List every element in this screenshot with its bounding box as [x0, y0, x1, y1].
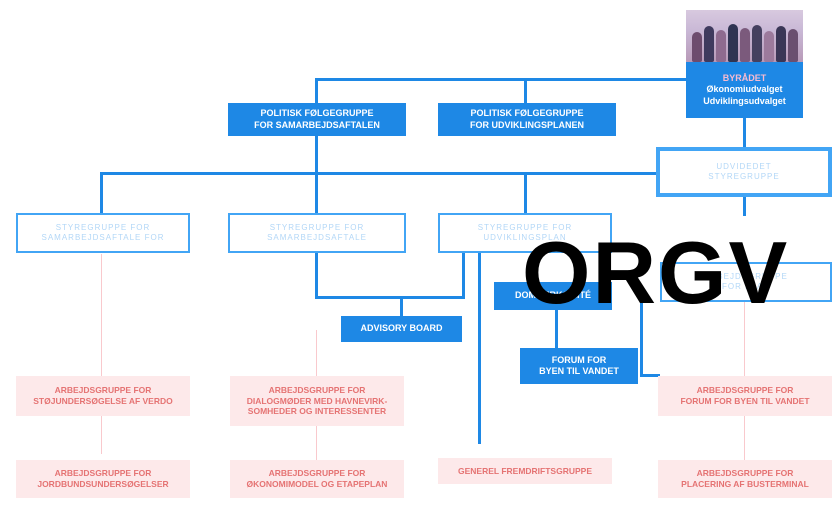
working-group-noise-study: ARBEJDSGRUPPE FOR STØJUNDERSØGELSE AF VE…: [16, 376, 190, 416]
connector-line: [100, 172, 658, 175]
working-group-economic-model: ARBEJDSGRUPPE FOR ØKONOMIMODEL OG ETAPEP…: [230, 460, 404, 498]
steering-group-1: STYREGRUPPE FOR SAMARBEJDSAFTALE FOR: [16, 213, 190, 253]
connector-line: [478, 252, 481, 444]
advisory-board: ADVISORY BOARD: [341, 316, 462, 342]
working-group-dialogue-meetings: ARBEJDSGRUPPE FOR DIALOGMØDER MED HAVNEV…: [230, 376, 404, 426]
connector-line: [462, 252, 465, 298]
connector-line: [743, 118, 746, 148]
connector-line: [315, 172, 318, 214]
political-group-development: POLITISK FØLGEGRUPPE FOR UDVIKLINGSPLANE…: [438, 103, 616, 136]
forum-byen-til-vandet: FORUM FOR BYEN TIL VANDET: [520, 348, 638, 384]
connector-line: [640, 296, 643, 376]
connector-line: [524, 78, 527, 104]
connector-line: [555, 310, 558, 348]
connector-line: [315, 78, 318, 104]
connector-line: [101, 254, 102, 454]
council-title: BYRÅDET: [722, 73, 767, 84]
connector-line: [524, 172, 527, 214]
connector-line: [315, 252, 318, 298]
steering-group-2: STYREGRUPPE FOR SAMARBEJDSAFTALE: [228, 213, 406, 253]
committee-2: Udviklingsudvalget: [703, 95, 786, 106]
connector-line: [315, 78, 687, 81]
committee-1: Økonomiudvalget: [706, 84, 783, 95]
council-box: BYRÅDET Økonomiudvalget Udviklingsudvalg…: [686, 62, 803, 118]
working-group-forum: ARBEJDSGRUPPE FOR FORUM FOR BYEN TIL VAN…: [658, 376, 832, 416]
connector-line: [400, 296, 403, 316]
political-group-cooperation: POLITISK FØLGEGRUPPE FOR SAMARBEJDSAFTAL…: [228, 103, 406, 136]
working-group-bus-terminal: ARBEJDSGRUPPE FOR PLACERING AF BUSTERMIN…: [658, 460, 832, 498]
connector-line: [315, 296, 465, 299]
steering-group-3: STYREGRUPPE FOR UDVIKLINGSPLAN: [438, 213, 612, 253]
council-photo: [686, 10, 803, 62]
connector-line: [640, 374, 660, 377]
connector-line: [100, 172, 103, 214]
dommerkomite: DOMMERKOMITÉ: [494, 282, 612, 310]
overlay-text: ORGV: [522, 223, 790, 322]
connector-line: [315, 135, 318, 173]
general-progress-group: GENEREL FREMDRIFTSGRUPPE: [438, 458, 612, 484]
steering-group-4: ARBEJDSGRUPPE FOR PLAN: [660, 262, 832, 302]
working-group-soil-studies: ARBEJDSGRUPPE FOR JORDBUNDSUNDERSØGELSER: [16, 460, 190, 498]
connector-line: [743, 196, 746, 216]
joint-steering-group: UDVIDEDET STYREGRUPPE: [656, 147, 832, 197]
